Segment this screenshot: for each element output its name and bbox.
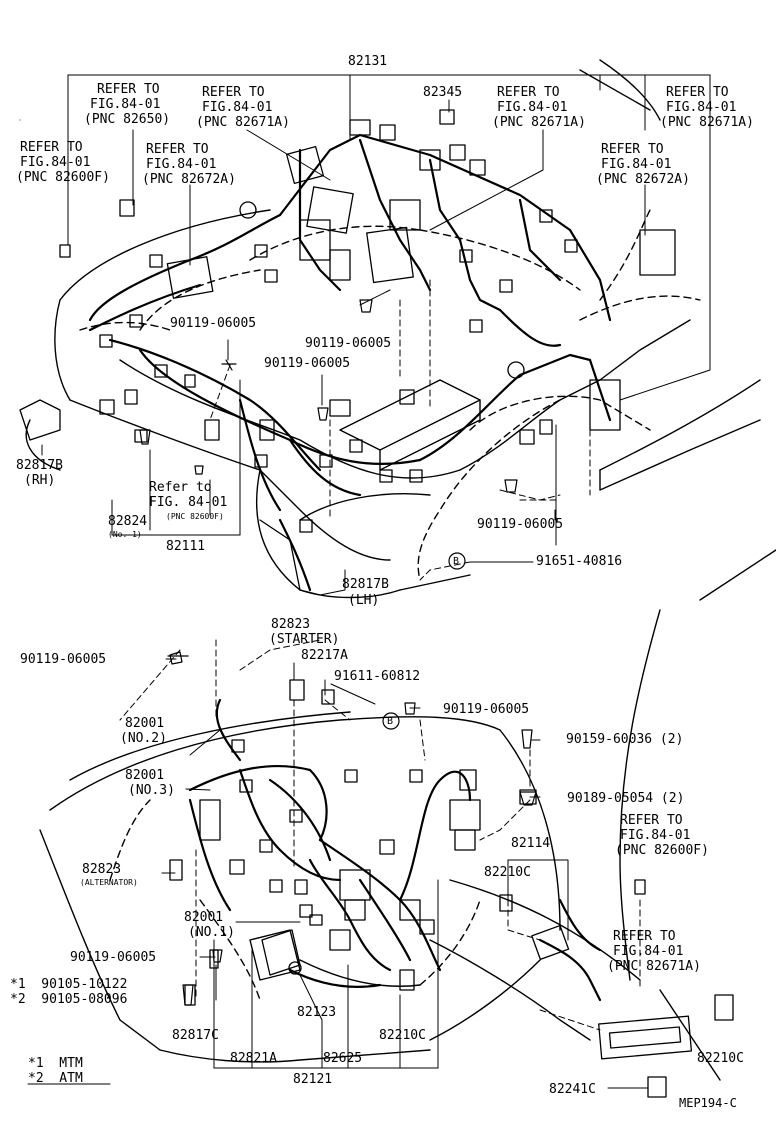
label-82001-no1: 82001 [184,910,224,925]
ref-82650-line1: REFER TO [97,82,160,97]
lower-connectors [167,655,734,1098]
label-82121: 82121 [293,1072,333,1087]
upper-connectors [19,109,676,596]
label-82823-alt: 82823 [82,862,122,877]
label-82345: 82345 [423,85,463,100]
lower-phantom-lines [119,639,641,1031]
ref-82600f-2-line3: (PNC 82600F) [615,843,709,858]
ref-82600f-1-line2: FIG.84-01 [20,155,91,170]
label-82241c: 82241C [549,1082,596,1097]
refer-to-lowercase: Refer to [149,480,212,495]
ref-82600f-2-line2: FIG.84-01 [620,828,691,843]
label-82821a: 82821A [230,1051,277,1066]
label-82210c-2: 82210C [379,1028,426,1043]
callout-b-text-upper: B [453,556,460,567]
lower-harness-wires [188,698,602,1002]
ref-82671a-3-line3: (PNC 82671A) [660,115,754,130]
label-82625: 82625 [323,1051,363,1066]
label-82824: 82824 [108,514,148,529]
legend-mtm: *1 MTM [28,1056,83,1071]
ref-82671a-4-line1: REFER TO [613,929,676,944]
ref-82671a-2-line3: (PNC 82671A) [492,115,586,130]
callout-b-lower [382,712,400,730]
label-starter: (STARTER) [269,632,340,647]
ref-82671a-4-line2: FIG.84-01 [613,944,684,959]
label-no1-small: (No. 1) [108,530,142,539]
upper-body-outline [25,59,761,599]
label-bolt-g: 90119-06005 [70,950,157,965]
callout-b-upper [448,552,466,570]
label-90189: 90189-05054 (2) [567,791,685,806]
ref-82600f-1-line1: REFER TO [20,140,83,155]
upper-leader-lines [19,74,711,596]
ref-82672a-2-line1: REFER TO [601,142,664,157]
label-82001-no3: 82001 [125,768,165,783]
ref-82672a-2-line2: FIG.84-01 [601,157,672,172]
ref-82671a-3-line2: FIG.84-01 [666,100,737,115]
ref-82672a-1-line3: (PNC 82672A) [142,172,236,187]
legend-atm: *2 ATM [28,1071,83,1086]
label-90105-atm: *2 90105-08096 [10,992,128,1007]
label-90159: 90159-60036 (2) [566,732,684,747]
upper-harness-wires [88,133,612,592]
label-alternator: (ALTERNATOR) [80,878,138,887]
callout-b-text-lower: B [387,716,394,727]
label-bolt-f: 90119-06005 [443,702,530,717]
label-82210c-3: 82210C [697,1051,744,1066]
fasteners [139,299,537,1006]
label-no1: (NO.1) [188,925,235,940]
ref-82672a-1-line1: REFER TO [146,142,209,157]
ref-82672a-2-line3: (PNC 82672A) [596,172,690,187]
label-91611: 91611-60812 [334,669,421,684]
label-bolt-c: 90119-06005 [264,356,351,371]
ref-82671a-4-line3: (PNC 82671A) [607,959,701,974]
label-82817b-lh: 82817B [342,577,389,592]
ref-82671a-1-line1: REFER TO [202,85,265,100]
upper-phantom-lines [209,279,591,581]
ref-82671a-2-line2: FIG.84-01 [497,100,568,115]
label-90105-mtm: *1 90105-10122 [10,977,128,992]
label-82111: 82111 [166,539,206,554]
lower-leader-lines [161,658,649,1089]
ref-82650-line2: FIG.84-01 [90,97,161,112]
label-bolt-a: 90119-06005 [170,316,257,331]
label-no2: (NO.2) [120,731,167,746]
label-bolt-b: 90119-06005 [305,336,392,351]
ref-82650-line3: (PNC 82650) [84,112,171,127]
label-82131: 82131 [348,54,388,69]
ref-82600f-1-line3: (PNC 82600F) [16,170,110,185]
label-no3: (NO.3) [128,783,175,798]
label-82210c-1: 82210C [484,865,531,880]
label-82217a: 82217A [301,648,348,663]
pnc-small: (PNC 82600F) [166,512,224,521]
label-82001-no2: 82001 [125,716,165,731]
label-rh: (RH) [24,473,56,488]
ref-82671a-1-line2: FIG.84-01 [202,100,273,115]
label-82123: 82123 [297,1005,337,1020]
ref-82600f-2-line1: REFER TO [620,813,683,828]
ref-82671a-2-line1: REFER TO [497,85,560,100]
label-91651: 91651-40816 [536,554,623,569]
label-82817c: 82817C [172,1028,219,1043]
ref-82671a-1-line3: (PNC 82671A) [196,115,290,130]
figure-code: MEP194-C [679,1096,737,1110]
label-82114: 82114 [511,836,551,851]
label-bolt-d: 90119-06005 [477,517,564,532]
ref-82672a-1-line2: FIG.84-01 [146,157,217,172]
label-lh: (LH) [348,593,380,608]
ref-82671a-3-line1: REFER TO [666,85,729,100]
fig-lowercase: FIG. 84-01 [149,495,228,510]
label-82823-starter: 82823 [271,617,311,632]
label-bolt-e: 90119-06005 [20,652,107,667]
label-82817b-rh: 82817B [16,458,63,473]
